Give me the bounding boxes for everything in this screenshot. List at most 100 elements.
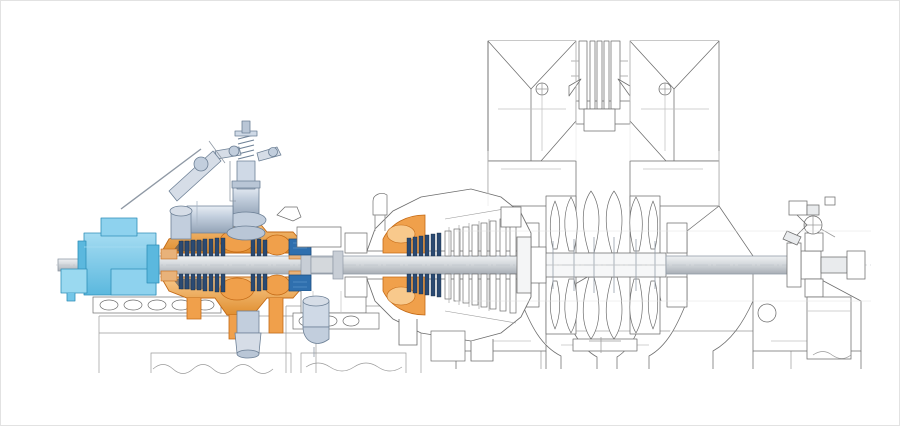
coupling-guard-group [296,226,368,298]
pedestal-bolt-3 [342,315,360,327]
turning-gear-motor [788,200,808,216]
ip-outline-l4 [471,273,479,306]
steam-valve-group [120,120,282,241]
hp-exhaust-pipe-group [234,295,330,359]
bellows-plate-4 [603,40,610,110]
exciter-soleplate-group [92,296,222,314]
ip-blade-u5 [430,233,436,257]
rear-support-break-line [812,351,852,359]
lp-gland-right-upper [666,222,688,254]
ip-blade-u2 [412,236,418,257]
coupling-flange-right [332,250,344,280]
rear-gland-upper [804,232,824,252]
hp-blade-l5 [202,273,208,292]
hanger-left-cross [536,83,548,95]
hp-blade-rows-lower [178,273,268,293]
ip-turbine-group [366,188,532,362]
soleplate-bolt-pocket-3 [147,299,167,311]
valve-spring [237,134,255,160]
turning-gear-limit-switch [824,196,836,206]
condenser-flare-3 [648,300,688,369]
valve-pivot-joint [228,145,240,157]
hp-blade-l6 [208,273,214,292]
bellows-plate-5 [610,40,621,110]
hp-blade-l7 [214,273,220,293]
hp-casing-foot-right [268,298,284,334]
ip-outline-u5 [480,222,488,257]
coupling-spacer [310,256,334,274]
ip-blade-rows-lower [406,273,442,298]
hp-exhaust-bowl-lower [263,274,291,296]
rear-coupling-flange-2 [846,250,866,280]
foundation-break-line-left [152,364,274,374]
lp-blade-group [549,190,659,340]
lp-blade-l3 [582,276,600,340]
turning-gear-link [782,230,802,246]
hp-blade-u11 [262,239,268,257]
bellows-plate-2 [589,40,596,110]
rear-bearing-housing [786,242,802,288]
valve-elbow-cap [169,205,193,217]
ip-exhaust-neck [430,330,466,362]
exciter-housing-group [60,217,160,302]
hp-blade-l10 [256,273,262,292]
strut-pin-joint [193,156,209,172]
lp-blade-l4 [605,276,623,340]
ip-outline-blades-lower [444,273,517,314]
hp-blade-u6 [208,238,214,257]
coupling-bearing-group [288,226,380,330]
crossover-duct-group [487,40,720,162]
ip-outline-l5 [480,273,488,308]
lp-blade-u6 [647,200,659,250]
hp-exhaust-flange [236,349,260,359]
ip-blade-l6 [436,273,442,298]
ip-blade-l1 [406,273,412,293]
hp-blade-l8 [220,273,226,293]
drain-vessel-bottom [302,326,330,344]
ip-exhaust-transition [516,236,532,294]
ip-blade-u1 [406,237,412,257]
ip-drain-pipe [374,215,386,231]
hp-blade-u3 [190,239,196,257]
bellows-plate-3 [596,40,603,110]
drain-vessel-top [302,295,330,307]
valve-inlet-pipe [186,205,234,234]
exciter-top-box [100,217,138,237]
ip-outline-blades-upper [444,216,517,257]
ip-outline-u2 [453,228,461,257]
hanger-rods [541,95,666,151]
valve-pilot-line [229,161,236,202]
ip-casing-foot-right [470,339,494,362]
ip-outline-l6 [489,273,497,310]
bearing-block-lower [288,274,312,292]
hp-gland-front-upper [160,248,178,260]
ip-outline-u6 [489,220,497,257]
bearing-shell-lines-lower [293,281,307,288]
hp-blade-l1 [178,273,184,290]
hp-blade-u4 [196,239,202,257]
main-shaft-group [56,255,871,275]
construction-lines [456,41,871,302]
ip-blade-u6 [436,232,442,257]
hp-blade-u5 [202,238,208,257]
ip-blade-l5 [430,273,436,297]
hp-exhaust-neck [236,310,260,334]
rear-coupling-flange-1 [800,250,822,280]
hp-blade-l3 [190,273,196,291]
ip-blade-u3 [418,235,424,257]
coupling-guard-upper [296,226,342,248]
hp-blade-u8 [220,237,226,257]
valve-stem-top [241,120,251,134]
lp-blade-l5 [629,278,643,334]
ip-blade-l2 [412,273,418,294]
bellows-plate-1 [578,40,588,110]
expansion-bellows [568,40,631,132]
ip-casing-foot-left [398,319,418,346]
ip-drain-pot [372,193,388,216]
hp-blade-u10 [256,238,262,257]
lp-blade-u3 [582,190,600,254]
ip-outline-u3 [462,226,470,257]
foundation-notch-mid [300,352,407,373]
